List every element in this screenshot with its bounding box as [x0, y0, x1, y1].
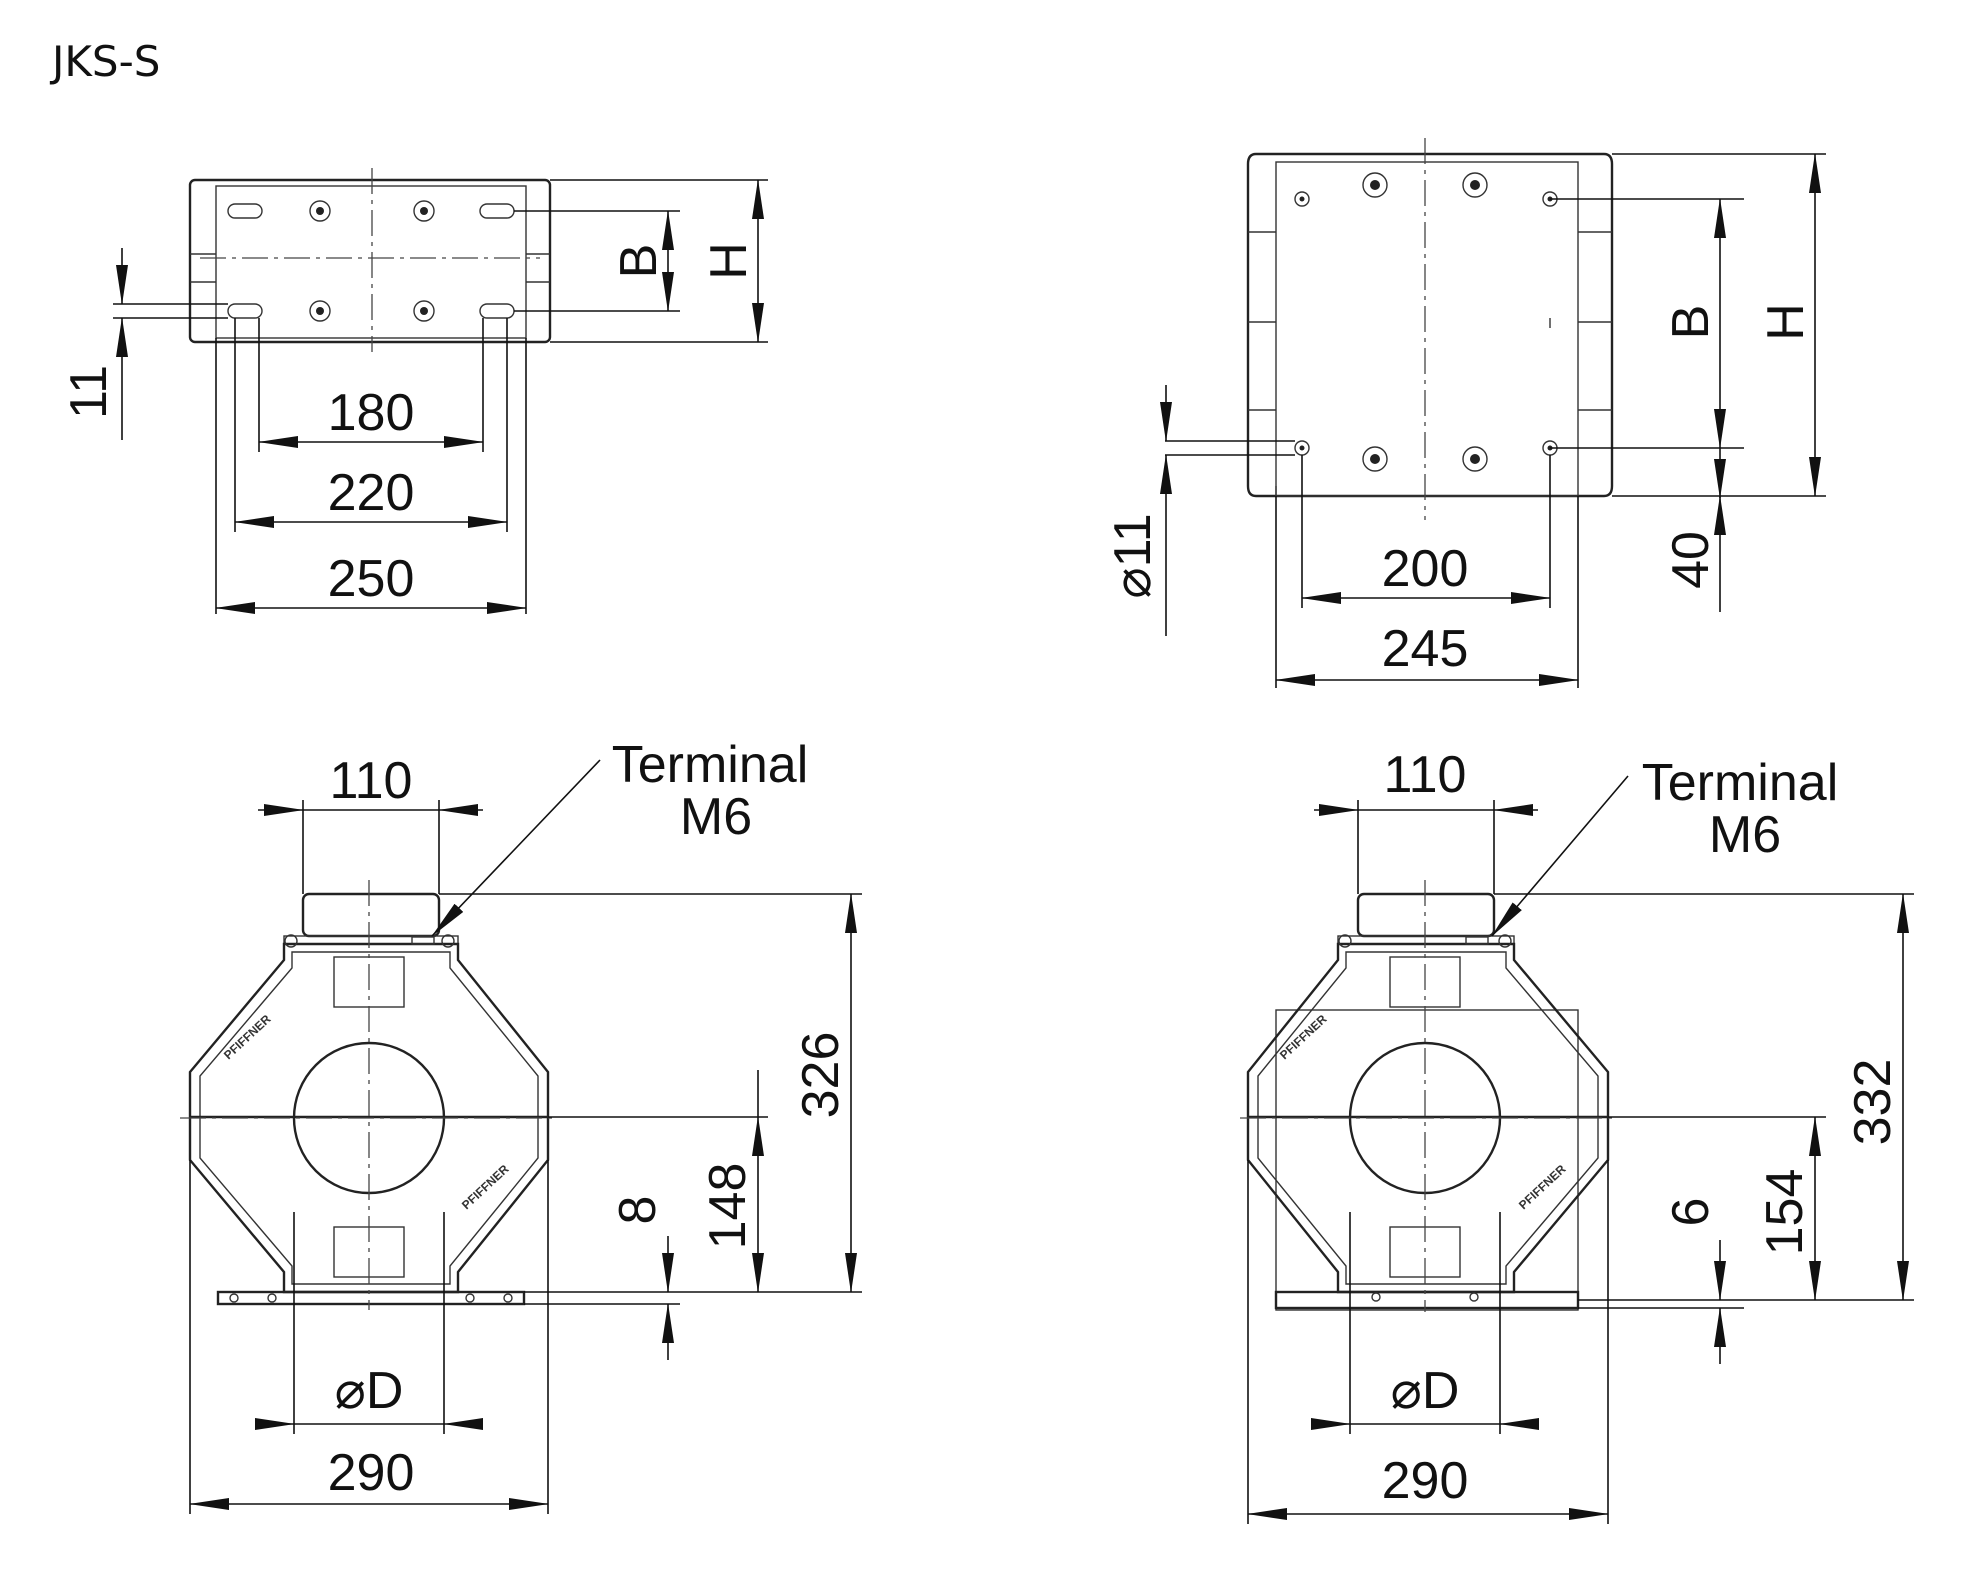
- bl-dim-d: ⌀D: [335, 1362, 404, 1420]
- tr-label-b: B: [1662, 305, 1720, 340]
- tr-dim-dia11: ⌀11: [1104, 513, 1162, 598]
- bl-base-plate: [216, 1290, 526, 1306]
- bl-dim-8: 8: [609, 1196, 667, 1225]
- br-dim-332: 332: [1844, 1059, 1902, 1146]
- drawing-title: JKS-S: [49, 37, 160, 86]
- br-back-plate: [1275, 1009, 1579, 1311]
- top-left-view: 180 220 250 11 B H: [60, 168, 768, 614]
- tl-slot-bottom-right: [479, 303, 515, 319]
- tl-slot-top-left: [227, 203, 263, 219]
- tr-bolts: [1362, 172, 1488, 472]
- br-terminal-label-line2: M6: [1709, 806, 1781, 864]
- bl-logo-lower: PFIFFNER: [459, 1162, 512, 1212]
- top-right-view: 200 245 40 ⌀11 B H: [1104, 138, 1826, 688]
- bl-dim-326: 326: [792, 1032, 850, 1119]
- tl-dim-250: 250: [328, 550, 415, 608]
- bl-terminal-label-line1: Terminal: [612, 736, 809, 794]
- tr-outer-body: [1246, 152, 1614, 498]
- br-terminal-box: [1356, 892, 1496, 938]
- bl-terminal-box: [301, 892, 441, 938]
- br-logo-lower: PFIFFNER: [1516, 1162, 1569, 1212]
- svg-text:PFIFFNER: PFIFFNER: [459, 1162, 512, 1212]
- bl-dim-110: 110: [330, 752, 413, 810]
- tl-bolts: [309, 200, 435, 322]
- br-dim-110: 110: [1384, 746, 1467, 804]
- tl-outer-body: [188, 178, 552, 344]
- tr-mount-holes: [1294, 191, 1558, 456]
- tl-dim-180: 180: [328, 384, 415, 442]
- tr-inner-plate: [1275, 161, 1579, 497]
- tl-inner-plate: [215, 185, 527, 339]
- br-terminal-label-line1: Terminal: [1642, 754, 1839, 812]
- svg-text:PFIFFNER: PFIFFNER: [1516, 1162, 1569, 1212]
- tr-dim-200: 200: [1382, 540, 1469, 598]
- tl-slot-bottom-left: [227, 303, 263, 319]
- br-dim-d: ⌀D: [1391, 1362, 1460, 1420]
- tl-dim-220: 220: [328, 464, 415, 522]
- bl-dim-148: 148: [699, 1163, 757, 1250]
- bl-terminal-label-line2: M6: [680, 788, 752, 846]
- tr-dim-245: 245: [1382, 620, 1469, 678]
- br-dim-6: 6: [1662, 1198, 1720, 1227]
- tl-dim-11: 11: [60, 365, 118, 419]
- tr-dim-40: 40: [1662, 531, 1720, 589]
- tl-label-b: B: [610, 244, 668, 279]
- bl-dim-290: 290: [328, 1444, 415, 1502]
- bottom-left-view: PFIFFNER PFIFFNER 110 Terminal M: [180, 736, 862, 1514]
- br-base-plate: [1274, 1290, 1580, 1310]
- tl-slot-top-right: [479, 203, 515, 219]
- tl-label-h: H: [700, 242, 758, 280]
- br-dim-290: 290: [1382, 1452, 1469, 1510]
- br-dim-154: 154: [1756, 1169, 1814, 1256]
- bottom-right-view: PFIFFNER PFIFFNER 110 Terminal M6 332: [1240, 746, 1914, 1524]
- tr-label-h: H: [1757, 303, 1815, 341]
